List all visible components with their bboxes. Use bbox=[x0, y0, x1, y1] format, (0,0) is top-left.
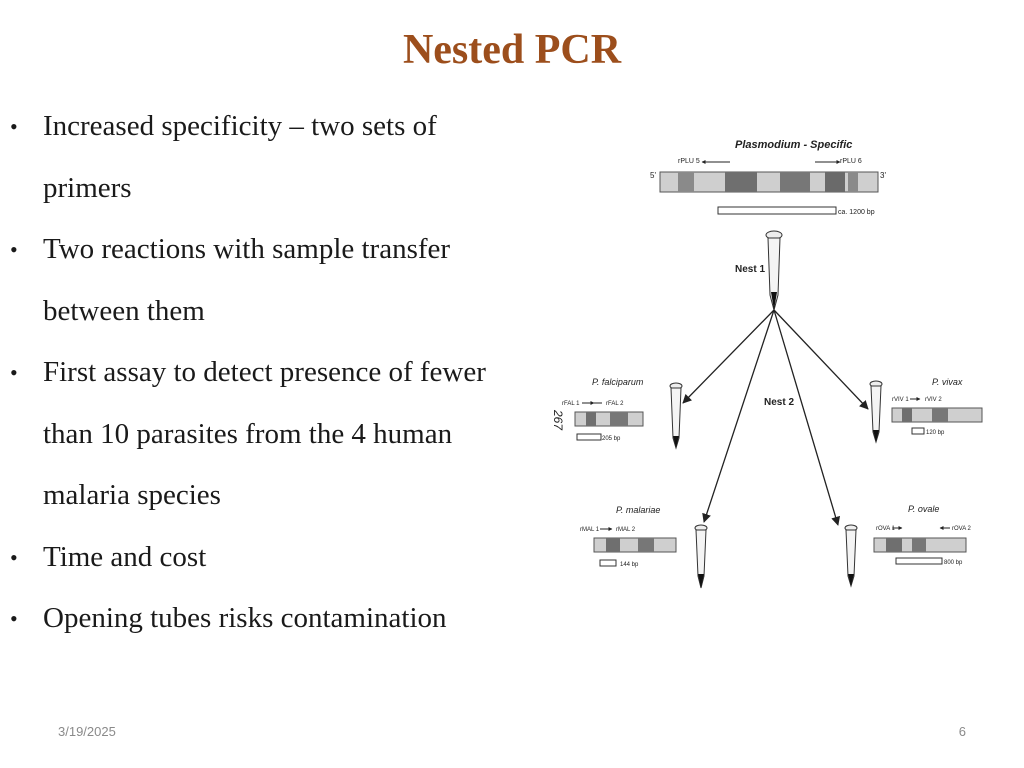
tube-icon-nest1 bbox=[765, 230, 783, 312]
primer-right-falciparum: rFAL 2 bbox=[606, 401, 624, 407]
species-name-ovale: P. ovale bbox=[908, 504, 939, 514]
nested-pcr-diagram: Plasmodium - Specific rPLU 5 rPLU 6 5' 3… bbox=[551, 139, 983, 589]
three-prime-label: 3' bbox=[880, 171, 886, 180]
plasmodium-label: Plasmodium - Specific bbox=[735, 139, 852, 151]
arrow-to-vivax bbox=[773, 309, 869, 410]
bullet-item: • Time and cost bbox=[10, 527, 530, 589]
bullet-list: • Increased specificity – two sets of pri… bbox=[10, 96, 530, 650]
tube-icon-malariae bbox=[694, 524, 708, 589]
product-size-label: ca. 1200 bp bbox=[838, 209, 875, 216]
tube-icon-ovale bbox=[844, 524, 858, 588]
bullet-dot-icon: • bbox=[10, 544, 18, 570]
bullet-item: • Opening tubes risks contamination bbox=[10, 588, 530, 650]
size-vivax: 120 bp bbox=[926, 430, 945, 436]
primer-right-malariae: rMAL 2 bbox=[616, 527, 636, 533]
primer-left-vivax: rVIV 1 bbox=[892, 397, 909, 403]
nest1-label: Nest 1 bbox=[735, 264, 765, 275]
primer-left-malariae: rMAL 1 bbox=[580, 527, 600, 533]
tube-icon-vivax bbox=[869, 380, 883, 444]
bullet-text: Increased specificity – two sets of prim… bbox=[43, 110, 437, 204]
arrow-to-ovale bbox=[773, 309, 841, 526]
bullet-dot-icon: • bbox=[10, 114, 18, 139]
five-prime-label: 5' bbox=[650, 171, 656, 180]
side-number: 267 bbox=[551, 409, 565, 431]
primer-right-vivax: rVIV 2 bbox=[925, 397, 942, 403]
size-malariae: 144 bp bbox=[620, 562, 639, 568]
size-falciparum: 205 bp bbox=[602, 436, 621, 442]
arrow-to-falciparum bbox=[682, 309, 775, 404]
bullet-dot-icon: • bbox=[10, 237, 18, 262]
bullet-item: • Two reactions with sample transfer betw… bbox=[10, 219, 530, 342]
size-ovale: 800 bp bbox=[944, 560, 963, 566]
nest2-label: Nest 2 bbox=[764, 397, 794, 408]
tube-icon-falciparum bbox=[669, 382, 683, 450]
bullet-item: • First assay to detect presence of fewer… bbox=[10, 342, 530, 527]
bullet-text: Time and cost bbox=[43, 540, 207, 573]
bullet-dot-icon: • bbox=[10, 606, 18, 631]
species-falciparum: P. falciparum rFAL 1 rFAL 2 205 bp bbox=[562, 377, 683, 450]
species-ovale: P. ovale rOVA 1 rOVA 2 800 bp bbox=[844, 504, 972, 588]
bullet-item: • Increased specificity – two sets of pri… bbox=[10, 96, 530, 219]
bullet-text: Two reactions with sample transfer betwe… bbox=[43, 233, 451, 327]
slide-title: Nested PCR bbox=[402, 27, 622, 73]
bullet-dot-icon: • bbox=[10, 360, 18, 385]
species-name-malariae: P. malariae bbox=[616, 505, 660, 515]
gene-bar bbox=[659, 171, 879, 193]
bullet-text: First assay to detect presence of fewer … bbox=[43, 356, 486, 511]
primer-left-label: rPLU 5 bbox=[678, 158, 700, 165]
species-name-falciparum: P. falciparum bbox=[592, 377, 644, 387]
bullet-text: Opening tubes risks contamination bbox=[43, 602, 447, 634]
primer-left-ovale: rOVA 1 bbox=[876, 526, 896, 532]
primer-right-label: rPLU 6 bbox=[840, 158, 862, 165]
species-name-vivax: P. vivax bbox=[932, 377, 963, 387]
primer-right-ovale: rOVA 2 bbox=[952, 526, 972, 532]
species-malariae: P. malariae rMAL 1 rMAL 2 144 bp bbox=[580, 505, 708, 589]
slide-date: 3/19/2025 bbox=[58, 724, 116, 739]
product-bar bbox=[717, 206, 837, 215]
primer-left-falciparum: rFAL 1 bbox=[562, 401, 580, 407]
arrow-to-malariae bbox=[702, 309, 775, 523]
page-number: 6 bbox=[958, 724, 966, 739]
species-vivax: P. vivax rVIV 1 rVIV 2 120 bp bbox=[869, 377, 983, 444]
